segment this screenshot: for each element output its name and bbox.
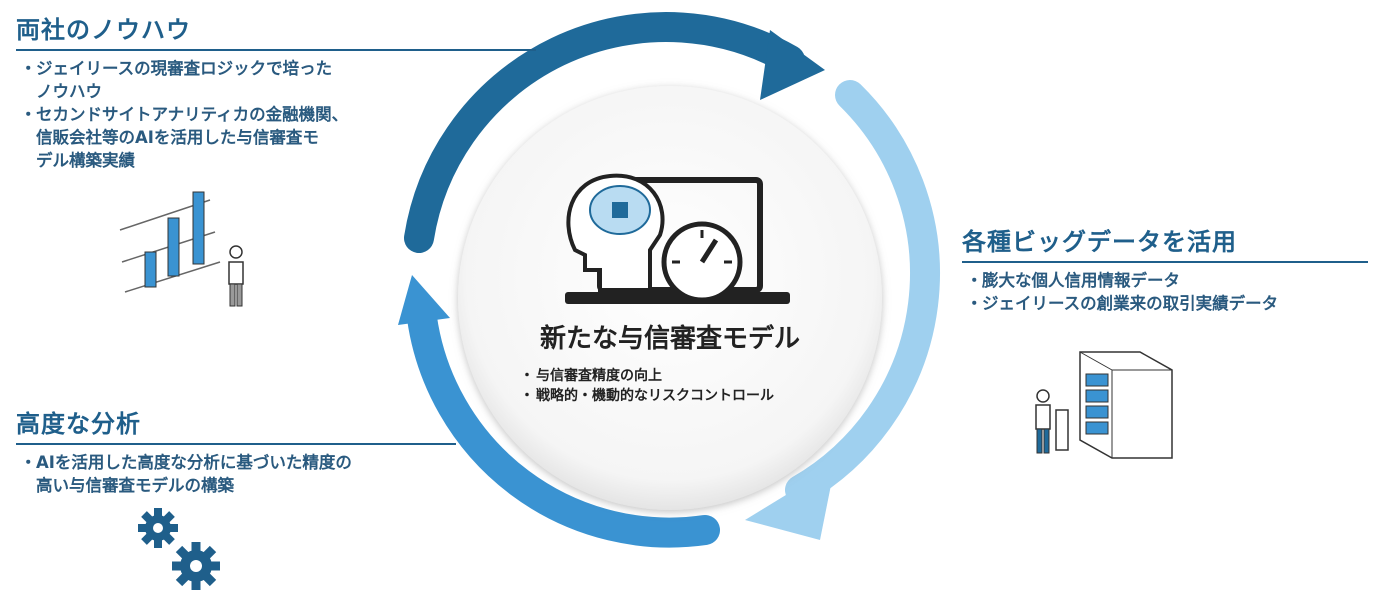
- center-title: 新たな与信審査モデル: [539, 324, 800, 354]
- knowhow-item-text: セカンドサイトアナリティカの金融機関、 信販会社等のAIを活用した与信審査モ デ…: [36, 105, 349, 170]
- arrow-knowhow: [404, 12, 805, 253]
- analysis-title: 高度な分析: [16, 404, 456, 445]
- knowhow-item: ・セカンドサイトアナリティカの金融機関、 信販会社等のAIを活用した与信審査モ …: [20, 105, 349, 170]
- arrowhead-analysis: [398, 275, 450, 325]
- knowhow-section: 両社のノウハウ ・ジェイリースの現審査ロジックで培った ノウハウ ・セカンドサイ…: [16, 10, 536, 172]
- center-item: ・戦略的・機動的なリスクコントロール: [520, 388, 774, 404]
- center-item: ・与信審査精度の向上: [520, 368, 662, 384]
- bigdata-item: ・ジェイリースの創業来の取引実績データ: [966, 294, 1279, 313]
- arrowhead-knowhow: [760, 30, 825, 100]
- bigdata-section: 各種ビッグデータを活用 ・膨大な個人信用情報データ ・ジェイリースの創業来の取引…: [962, 222, 1368, 315]
- knowhow-item: ・ジェイリースの現審査ロジックで培った ノウハウ: [20, 59, 333, 101]
- analysis-item-text: AIを活用した高度な分析に基づいた精度の 高い与信審査モデルの構築: [36, 453, 352, 495]
- center-item-text: 戦略的・機動的なリスクコントロール: [536, 388, 774, 404]
- arrow-analysis: [407, 303, 720, 548]
- center-bullets: ・与信審査精度の向上 ・戦略的・機動的なリスクコントロール: [518, 366, 858, 406]
- bigdata-title: 各種ビッグデータを活用: [962, 222, 1368, 263]
- knowhow-title: 両社のノウハウ: [16, 10, 536, 51]
- bar-chart-person-icon: [119, 191, 244, 307]
- center-item-text: 与信審査精度の向上: [536, 368, 662, 384]
- bigdata-item-text: 膨大な個人信用情報データ: [982, 271, 1180, 290]
- analysis-item: ・AIを活用した高度な分析に基づいた精度の 高い与信審査モデルの構築: [20, 453, 352, 495]
- arrow-bigdata: [785, 80, 940, 505]
- bigdata-item-text: ジェイリースの創業来の取引実績データ: [982, 294, 1279, 313]
- brain-laptop-speedometer-icon: [565, 173, 790, 304]
- analysis-section: 高度な分析 ・AIを活用した高度な分析に基づいた精度の 高い与信審査モデルの構築: [16, 404, 456, 497]
- knowhow-item-text: ジェイリースの現審査ロジックで培った ノウハウ: [36, 59, 333, 101]
- gears-icon: [138, 508, 220, 590]
- bigdata-item: ・膨大な個人信用情報データ: [966, 271, 1180, 290]
- server-person-icon: [1035, 351, 1173, 459]
- arrowhead-bigdata: [745, 465, 835, 540]
